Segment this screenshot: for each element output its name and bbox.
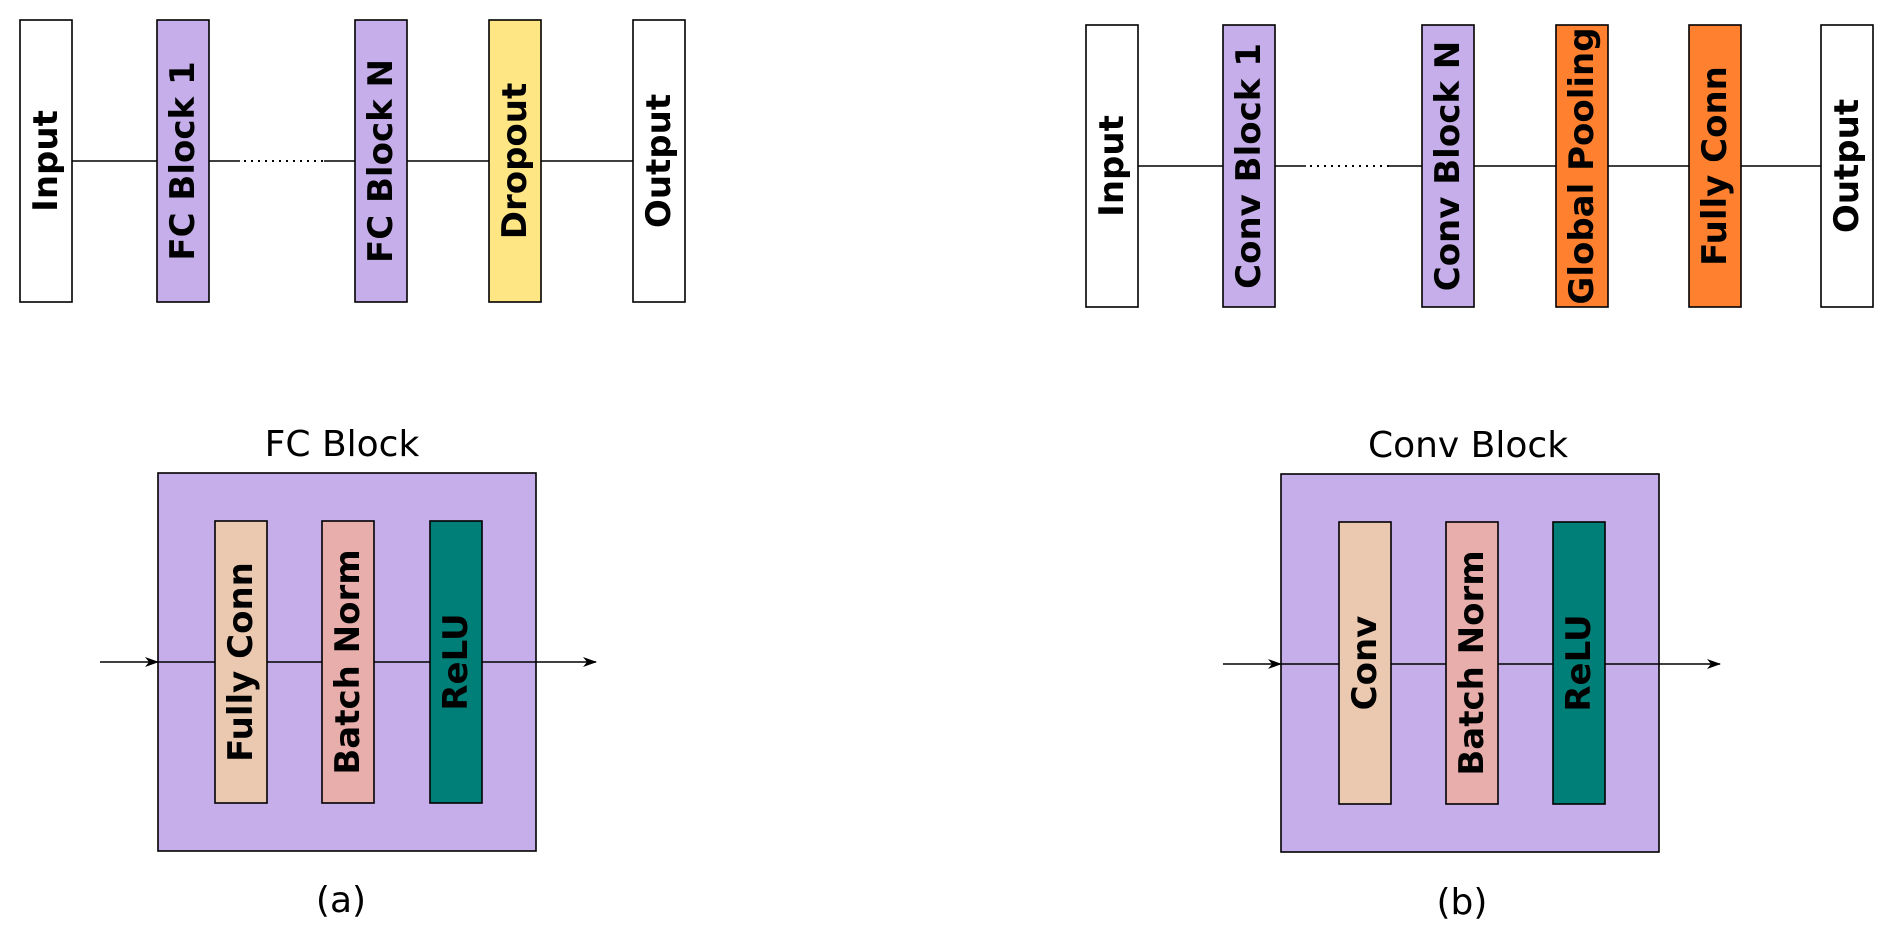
panel-a: Input FC Block 1 FC Block N Dropout Outp… (19, 19, 686, 921)
panel-b-input-bar: Input (1085, 24, 1139, 308)
fully-conn-label: Fully Conn (1695, 66, 1735, 266)
fc-layer-relu: ReLU (429, 520, 483, 804)
input-label: Input (26, 110, 66, 212)
fc-layer-fully-conn: Fully Conn (214, 520, 268, 804)
dropout-label: Dropout (495, 83, 535, 240)
panel-a-fc-block-1-bar: FC Block 1 (156, 19, 210, 303)
fully-conn-box (1688, 24, 1742, 308)
fc-block-n-label: FC Block N (361, 59, 401, 263)
panel-b-fully-conn-bar: Fully Conn (1688, 24, 1742, 308)
panel-a-output-bar: Output (632, 19, 686, 303)
output-label: Output (1827, 99, 1867, 233)
fc-block-n-box (354, 19, 408, 303)
conv-block-n-label: Conv Block N (1428, 41, 1468, 292)
panel-b-conv-block-n-bar: Conv Block N (1421, 24, 1475, 308)
output-box (632, 19, 686, 303)
output-label: Output (639, 94, 679, 228)
conv-block-1-box (1222, 24, 1276, 308)
batch-norm-label: Batch Norm (328, 549, 368, 774)
relu-label: ReLU (436, 613, 476, 710)
conv-box (1338, 521, 1392, 805)
panel-b: Input Conv Block 1 Conv Block N Global P… (1085, 24, 1874, 923)
fc-block-1-label: FC Block 1 (163, 61, 203, 260)
fully-conn-box (214, 520, 268, 804)
conv-label: Conv (1345, 616, 1385, 711)
conv-block-1-label: Conv Block 1 (1229, 43, 1269, 289)
fc-layer-batch-norm: Batch Norm (321, 520, 375, 804)
panel-b-caption: (b) (1437, 882, 1488, 923)
fully-conn-label: Fully Conn (221, 562, 261, 762)
conv-block-n-box (1421, 24, 1475, 308)
relu-box (429, 520, 483, 804)
conv-layer-relu: ReLU (1552, 521, 1606, 805)
relu-box (1552, 521, 1606, 805)
panel-a-fc-block-n-bar: FC Block N (354, 19, 408, 303)
panel-b-conv-block-1-bar: Conv Block 1 (1222, 24, 1276, 308)
relu-label: ReLU (1559, 614, 1599, 711)
dropout-box (488, 19, 542, 303)
panel-a-caption: (a) (316, 880, 366, 921)
input-label: Input (1092, 115, 1132, 217)
conv-layer-batch-norm: Batch Norm (1445, 521, 1499, 805)
panel-a-dropout-bar: Dropout (488, 19, 542, 303)
batch-norm-box (321, 520, 375, 804)
conv-block-title: Conv Block (1368, 425, 1568, 466)
output-box (1820, 24, 1874, 308)
batch-norm-label: Batch Norm (1452, 550, 1492, 775)
conv-layer-conv: Conv (1338, 521, 1392, 805)
fc-block-1-box (156, 19, 210, 303)
panel-b-global-pooling-bar: Global Pooling (1555, 24, 1609, 308)
panel-b-output-bar: Output (1820, 24, 1874, 308)
fc-block-title: FC Block (265, 424, 420, 465)
input-box (19, 19, 73, 303)
batch-norm-box (1445, 521, 1499, 805)
input-box (1085, 24, 1139, 308)
global-pooling-box (1555, 24, 1609, 308)
global-pooling-label: Global Pooling (1562, 27, 1602, 304)
panel-a-input-bar: Input (19, 19, 73, 303)
